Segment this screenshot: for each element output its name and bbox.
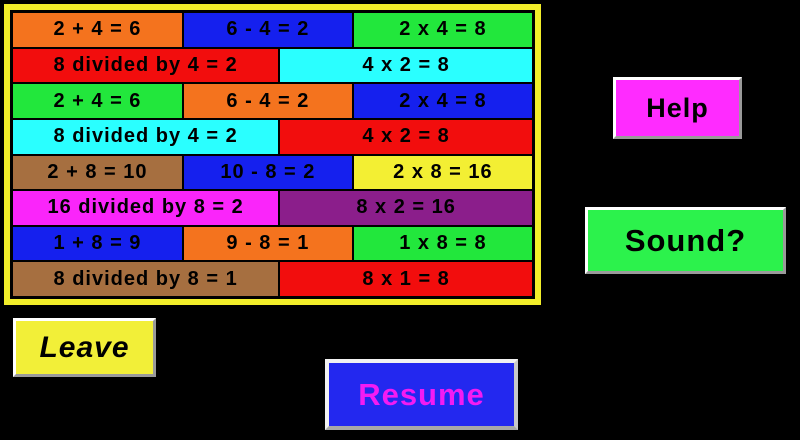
math-fact-cell: 2 x 4 = 8 (353, 84, 532, 118)
math-fact-cell: 4 x 2 = 8 (280, 119, 532, 154)
math-fact-cell: 8 divided by 8 = 1 (13, 262, 279, 296)
math-fact-cell: 4 x 2 = 8 (280, 48, 532, 83)
sound-button-label: Sound? (624, 222, 747, 258)
math-fact-cell: 2 x 8 = 16 (353, 155, 532, 190)
math-fact-cell: 10 - 8 = 2 (183, 155, 352, 190)
resume-button[interactable]: Resume (325, 359, 518, 430)
sound-button[interactable]: Sound? (585, 207, 786, 274)
math-fact-cell: 6 - 4 = 2 (183, 13, 352, 47)
math-fact-cell: 2 + 8 = 10 (13, 155, 182, 190)
math-fact-cell: 9 - 8 = 1 (183, 226, 352, 261)
help-button[interactable]: Help (613, 77, 742, 139)
help-button-label: Help (646, 92, 709, 123)
math-fact-cell: 1 + 8 = 9 (13, 226, 182, 261)
leave-button-label: Leave (39, 330, 130, 364)
math-fact-cell: 8 x 1 = 8 (280, 262, 532, 296)
math-fact-cell: 2 + 4 = 6 (13, 13, 182, 47)
math-fact-cell: 1 x 8 = 8 (353, 226, 532, 261)
math-fact-cell: 2 x 4 = 8 (353, 13, 532, 47)
math-fact-cell: 6 - 4 = 2 (183, 84, 352, 118)
math-fact-cell: 16 divided by 8 = 2 (13, 191, 279, 225)
leave-button[interactable]: Leave (13, 318, 156, 377)
math-fact-cell: 8 divided by 4 = 2 (13, 48, 279, 83)
resume-button-label: Resume (358, 376, 485, 412)
math-fact-cell: 8 divided by 4 = 2 (13, 119, 279, 154)
math-fact-cell: 8 x 2 = 16 (280, 191, 532, 225)
math-fact-cell: 2 + 4 = 6 (13, 84, 182, 118)
